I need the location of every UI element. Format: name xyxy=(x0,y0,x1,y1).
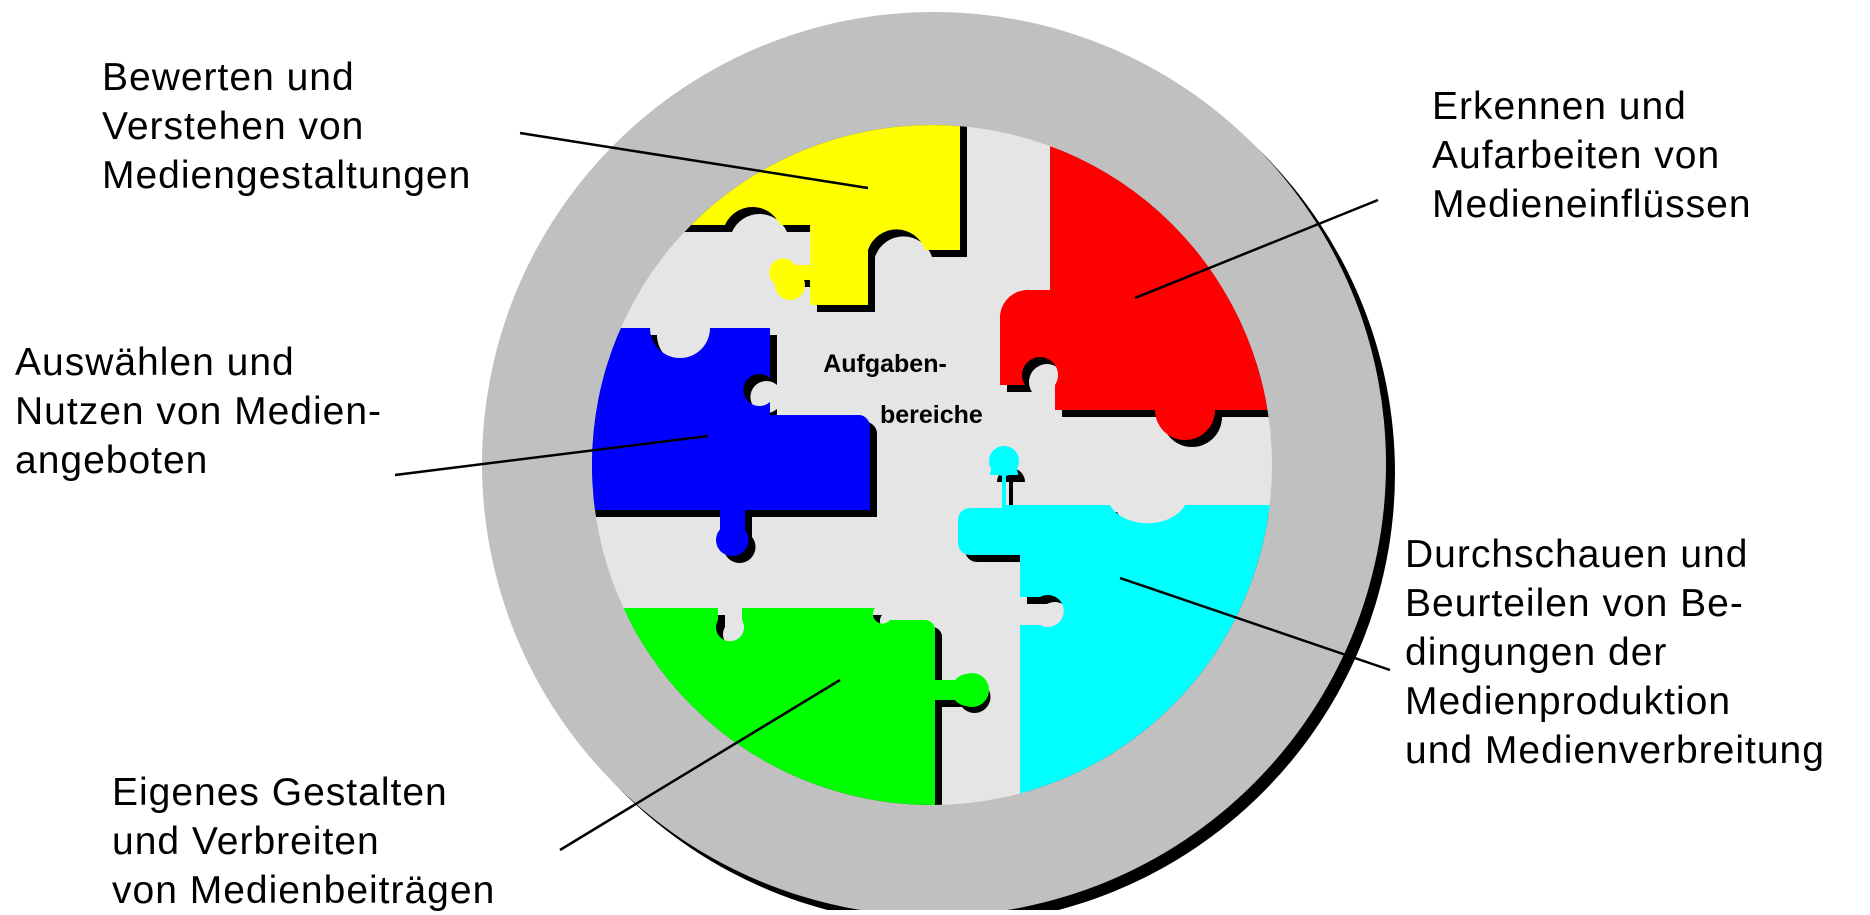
label-line: Medieneinflüssen xyxy=(1432,180,1752,229)
center-label-line-2: bereiche xyxy=(820,401,950,430)
label-line: Durchschauen und xyxy=(1405,530,1825,579)
label-line: Verstehen von xyxy=(102,102,471,151)
yellow-knob xyxy=(775,270,805,300)
label-line: dingungen der xyxy=(1405,628,1825,677)
label-line: Aufarbeiten von xyxy=(1432,131,1752,180)
label-line: von Medienbeiträgen xyxy=(112,866,495,915)
area-label-yellow: Bewerten und Verstehen von Mediengestalt… xyxy=(102,53,471,200)
label-line: angeboten xyxy=(15,436,382,485)
cyan-knob xyxy=(989,446,1019,476)
center-label: Aufgaben- bereiche xyxy=(820,350,950,430)
label-line: Medienproduktion xyxy=(1405,677,1825,726)
area-label-cyan: Durchschauen und Beurteilen von Be- ding… xyxy=(1405,530,1825,775)
label-line: Eigenes Gestalten xyxy=(112,768,495,817)
label-line: und Verbreiten xyxy=(112,817,495,866)
area-label-green: Eigenes Gestalten und Verbreiten von Med… xyxy=(112,768,495,915)
area-label-red: Erkennen und Aufarbeiten von Medieneinfl… xyxy=(1432,82,1752,229)
center-label-line-1: Aufgaben- xyxy=(820,350,950,379)
label-line: Beurteilen von Be- xyxy=(1405,579,1825,628)
label-line: Nutzen von Medien- xyxy=(15,387,382,436)
label-line: Mediengestaltungen xyxy=(102,151,471,200)
label-line: und Medienverbreitung xyxy=(1405,726,1825,775)
label-line: Auswählen und xyxy=(15,338,382,387)
green-knob xyxy=(955,673,989,707)
label-line: Bewerten und xyxy=(102,53,471,102)
area-label-blue: Auswählen und Nutzen von Medien- angebot… xyxy=(15,338,382,485)
blue-knob xyxy=(716,524,748,556)
label-line: Erkennen und xyxy=(1432,82,1752,131)
